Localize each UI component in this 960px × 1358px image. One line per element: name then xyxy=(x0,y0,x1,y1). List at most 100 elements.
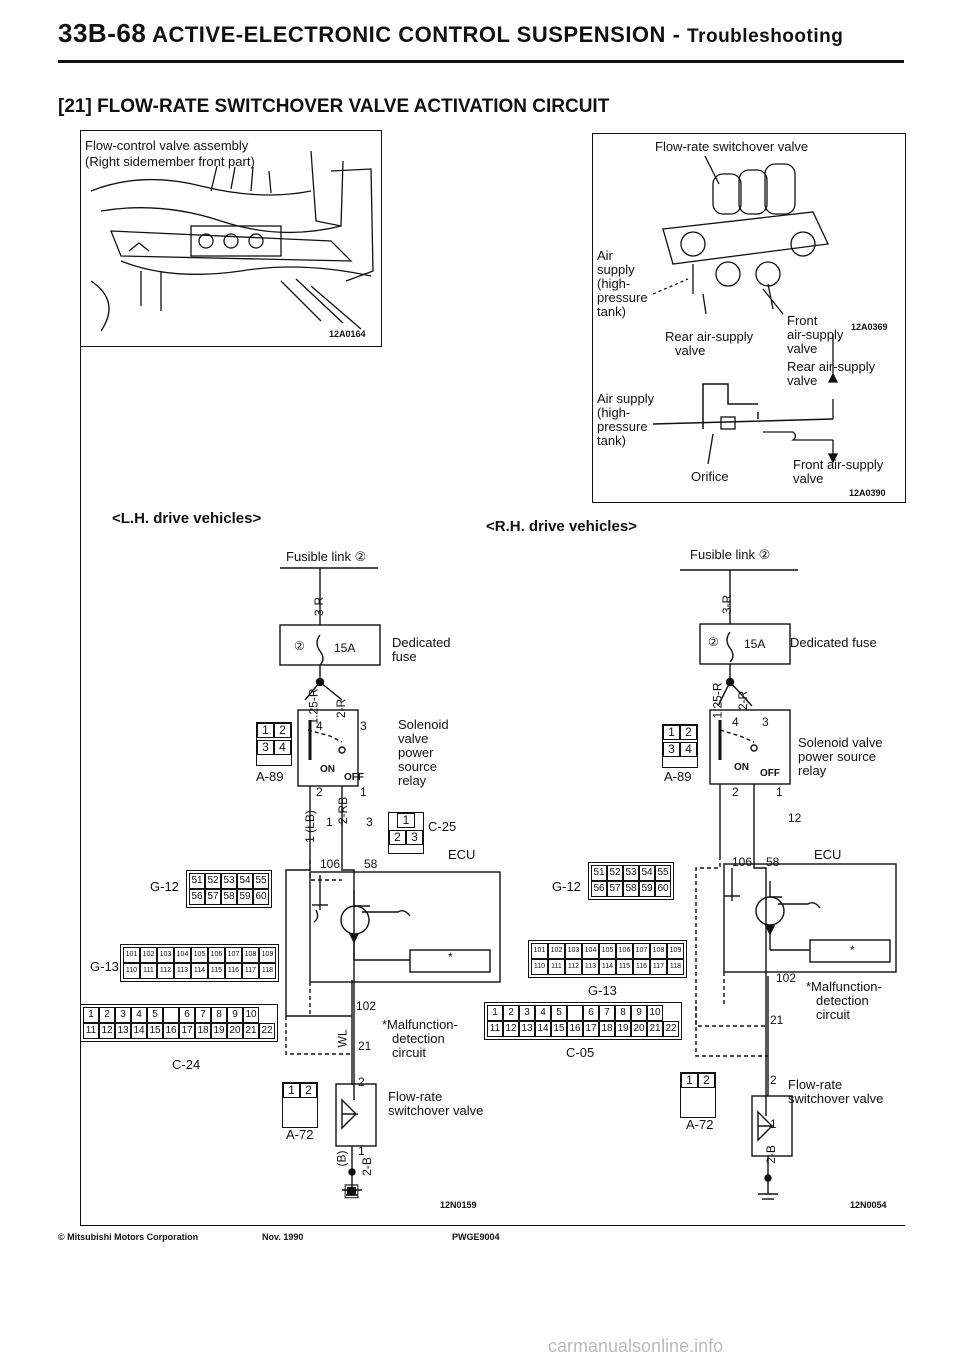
connector-pin: 117 xyxy=(242,963,259,979)
rh-fuse-num: ② xyxy=(708,635,719,649)
lh-fuse-label-2: fuse xyxy=(392,649,417,664)
a89-pin: 4 xyxy=(680,742,697,757)
connector-pin: 106 xyxy=(616,943,633,959)
connector-pin: 1 xyxy=(83,1007,99,1023)
lh-wire-b: (B) xyxy=(334,1150,349,1167)
rh-pin3: 3 xyxy=(762,715,769,729)
lh-relay-2: valve xyxy=(398,731,429,746)
figure-valve-assembly: Flow-control valve assembly (Right sidem… xyxy=(80,130,382,347)
c25-pin: 3 xyxy=(406,830,423,845)
rh-code: 12N0054 xyxy=(850,1200,887,1210)
lh-p21: 21 xyxy=(358,1039,372,1053)
connector-pin: 105 xyxy=(191,947,208,963)
lh-wire-wl: WL xyxy=(335,1029,350,1048)
connector-pin: 109 xyxy=(259,947,276,963)
footer-doc-code: PWGE9004 xyxy=(452,1232,500,1242)
connector-pin: 51 xyxy=(189,873,205,889)
air-b1: Air supply xyxy=(597,391,655,406)
a72-pin-1: 1 xyxy=(283,1083,300,1098)
connector-pin: 116 xyxy=(225,963,242,979)
a89-pin: 2 xyxy=(680,725,697,740)
connector-pin: 118 xyxy=(259,963,276,979)
lh-relay-3: power xyxy=(398,745,434,760)
connector-pin: 19 xyxy=(615,1021,631,1037)
rh-p21: 21 xyxy=(770,1013,784,1027)
connector-pin: 117 xyxy=(650,959,667,975)
connector-pin: 16 xyxy=(567,1021,583,1037)
connector-pin: 106 xyxy=(208,947,225,963)
rh-frsv-2: switchover valve xyxy=(788,1091,884,1106)
a89-pin: 3 xyxy=(663,742,680,757)
connector-pin: 102 xyxy=(140,947,157,963)
connector-pin: 104 xyxy=(174,947,191,963)
connector-pin: 55 xyxy=(253,873,269,889)
front-b1: Front air-supply xyxy=(793,457,884,472)
connector-pin: 10 xyxy=(243,1007,259,1023)
lh-wire-2b: 2-B xyxy=(359,1157,374,1176)
front-b2: valve xyxy=(793,471,824,486)
footer-date: Nov. 1990 xyxy=(262,1232,304,1242)
orifice-label: Orifice xyxy=(691,469,729,484)
connector-pin: 110 xyxy=(531,959,548,975)
lh-wiring-diagram xyxy=(279,567,501,1196)
footer-copyright: © Mitsubishi Motors Corporation xyxy=(58,1232,199,1242)
rh-fuse-label: Dedicated fuse xyxy=(790,635,877,650)
connector-pin: 115 xyxy=(208,963,225,979)
lh-fusible-link: Fusible link ② xyxy=(286,549,367,564)
rh-malf-3: circuit xyxy=(816,1007,850,1022)
page-number: 33B-68 xyxy=(58,18,147,48)
lh-relay-4: source xyxy=(398,759,438,774)
lh-fuse-label-1: Dedicated xyxy=(392,635,451,650)
connector-pin: 10 xyxy=(647,1005,663,1021)
lh-g12-label: G-12 xyxy=(150,879,179,894)
rh-fusible-link: Fusible link ② xyxy=(690,547,771,562)
connector-pin: 21 xyxy=(647,1021,663,1037)
rh-malf-1: *Malfunction- xyxy=(806,979,882,994)
air-b3: pressure xyxy=(597,419,648,434)
page-subtitle: Troubleshooting xyxy=(687,26,844,47)
connector-pin: 60 xyxy=(655,881,671,897)
rh-off: OFF xyxy=(760,768,780,779)
lh-malf-3: circuit xyxy=(392,1045,426,1060)
lh-fuse-num: ② xyxy=(294,639,305,653)
connector-pin: 113 xyxy=(582,959,599,975)
watermark: carmanualsonline.info xyxy=(548,1336,724,1356)
rh-on: ON xyxy=(734,762,749,773)
connector-pin: 52 xyxy=(607,865,623,881)
connector-pin: 55 xyxy=(655,865,671,881)
connector-pin: 18 xyxy=(599,1021,615,1037)
lh-malf-1: *Malfunction- xyxy=(382,1017,458,1032)
connector-pin: 7 xyxy=(599,1005,615,1021)
rh-pin2: 2 xyxy=(732,785,739,799)
connector-pin: 111 xyxy=(140,963,157,979)
rh-g12-label: G-12 xyxy=(552,879,581,894)
rh-c05-label: C-05 xyxy=(566,1045,595,1060)
lh-p102: 102 xyxy=(356,999,377,1013)
rh-malf-2: detection xyxy=(816,993,869,1008)
connector-pin: 112 xyxy=(157,963,174,979)
figure-code: 12A0164 xyxy=(329,329,366,339)
a72-pin-2: 2 xyxy=(300,1083,317,1098)
lh-heading: <L.H. drive vehicles> xyxy=(112,510,262,527)
lh-frsv-1: Flow-rate xyxy=(388,1089,443,1104)
lh-relay-1: Solenoid xyxy=(398,717,449,732)
front-valve-3: valve xyxy=(787,341,818,356)
connector-pin: 20 xyxy=(631,1021,647,1037)
connector-pin xyxy=(567,1005,583,1021)
lh-c24-label: C-24 xyxy=(172,1057,201,1072)
rh-conn-a89-label: A-89 xyxy=(664,769,692,784)
connector-pin: 107 xyxy=(633,943,650,959)
connector-pin: 59 xyxy=(639,881,655,897)
rh-wire-3r: 3-R xyxy=(720,594,735,615)
lh-p106: 106 xyxy=(320,857,341,871)
connector-pin: 14 xyxy=(131,1023,147,1039)
rh-wire-2r: 2-R xyxy=(736,690,751,711)
rear-valve-1: Rear air-supply xyxy=(665,329,754,344)
header-dash: - xyxy=(672,22,681,47)
lh-p1: 1 xyxy=(358,1144,365,1158)
rh-ecu: ECU xyxy=(814,847,842,862)
lh-pin3: 3 xyxy=(360,719,367,733)
